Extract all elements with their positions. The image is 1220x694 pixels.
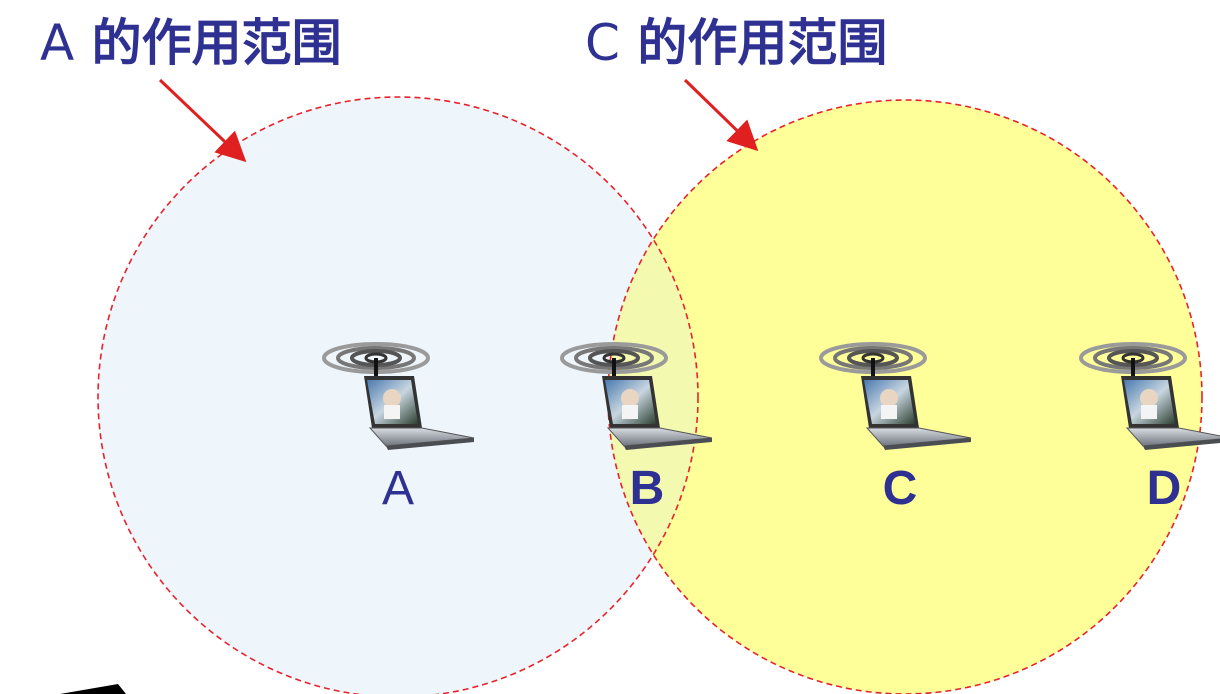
range-a-arrow <box>158 78 247 163</box>
node-label-a: A <box>381 462 414 515</box>
range-a-title: A 的作用范围 <box>40 14 342 72</box>
range-c-title: C 的作用范围 <box>585 14 888 72</box>
range-c-arrow <box>683 78 759 152</box>
corner-shape <box>60 684 126 694</box>
node-label-b: B <box>629 462 665 515</box>
range-a-border <box>97 96 699 694</box>
node-label-c: C <box>882 462 918 515</box>
node-label-d: D <box>1146 462 1182 515</box>
